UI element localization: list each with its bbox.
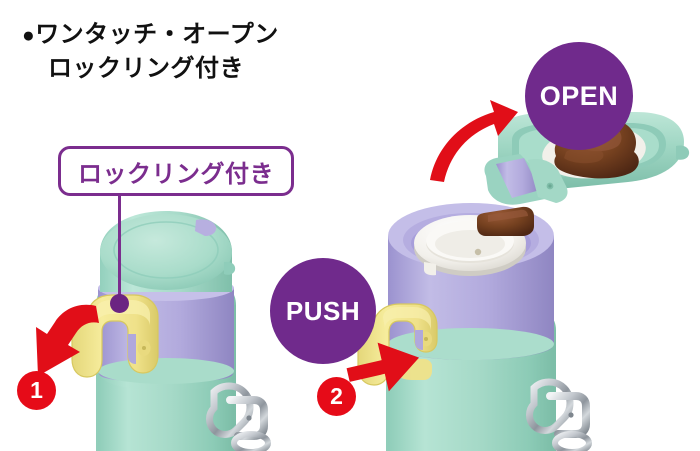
- step-marker-1: 1: [17, 371, 56, 410]
- step-marker-1-label: 1: [30, 377, 43, 403]
- step-marker-2-label: 2: [330, 383, 343, 409]
- badge-push-label: PUSH: [285, 295, 361, 326]
- bullet-icon: ●: [22, 24, 36, 47]
- page-title-line1: ワンタッチ・オープン: [35, 21, 279, 48]
- carabiner-clip-left: [206, 382, 271, 451]
- drink-spout: [414, 206, 534, 276]
- carabiner-clip-right: [526, 378, 592, 451]
- step-marker-2: 2: [317, 377, 356, 416]
- callout-label: ロックリング付き: [78, 160, 274, 188]
- arrow-step2: [346, 342, 420, 396]
- page-title-line2: ロックリング付き: [48, 55, 244, 83]
- callout-leader-line: [118, 196, 121, 296]
- callout-lock-ring: ロックリング付き: [58, 146, 294, 196]
- arrow-step1: [36, 304, 99, 376]
- badge-push: PUSH: [270, 258, 376, 364]
- badge-open-label: OPEN: [539, 80, 619, 111]
- arrow-open: [430, 100, 518, 182]
- right-bottle-illustration: [357, 112, 690, 451]
- page-title: ●ワンタッチ・オープンロックリング付き: [22, 18, 362, 86]
- left-bottle-illustration: [71, 211, 271, 451]
- badge-open: OPEN: [525, 42, 633, 150]
- callout-leader-dot: [110, 294, 129, 313]
